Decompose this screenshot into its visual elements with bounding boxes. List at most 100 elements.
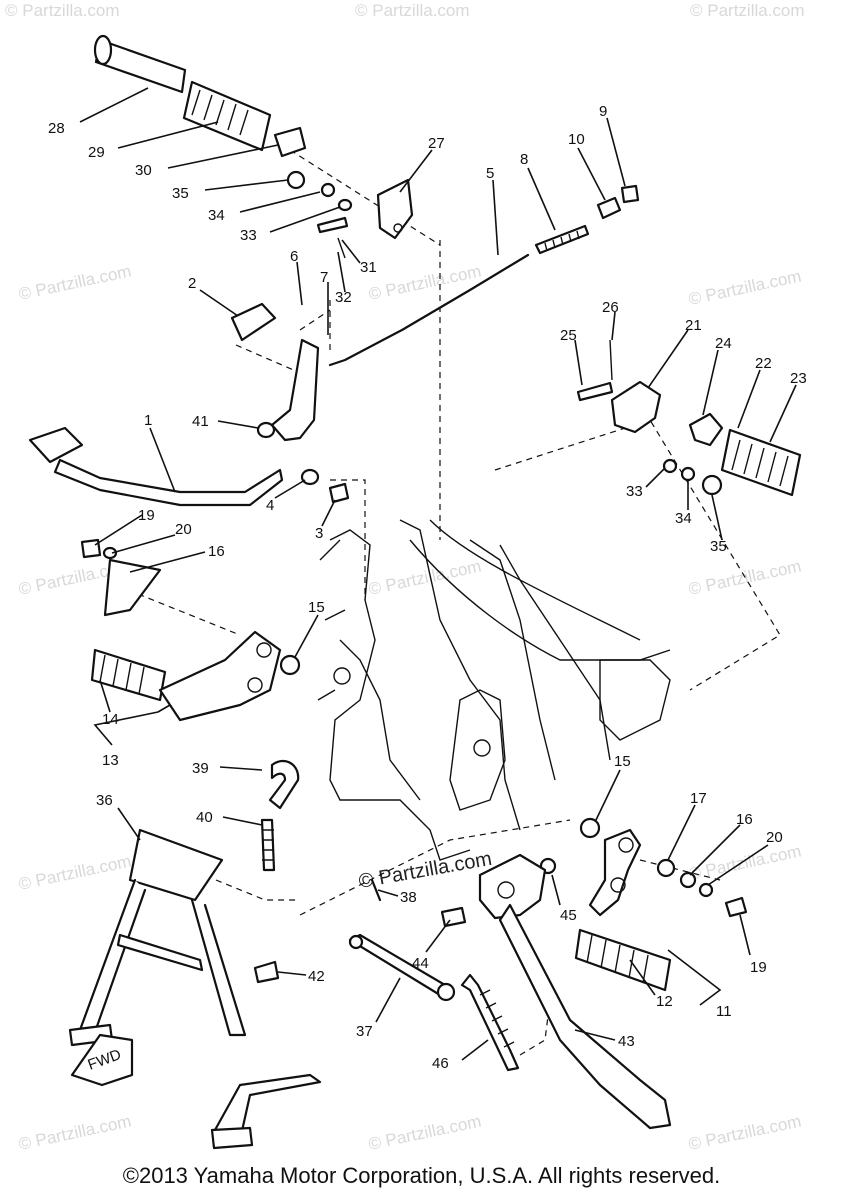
callout-37: 37 (356, 1023, 373, 1040)
callout-33-right: 33 (626, 483, 643, 500)
part-40-spring[interactable] (260, 818, 276, 872)
part-10-nut[interactable] (596, 196, 622, 220)
part-26-pin[interactable] (609, 339, 613, 381)
callout-14: 14 (102, 711, 119, 728)
watermark: © Partzilla.com (17, 1112, 133, 1154)
callout-15-right: 15 (614, 753, 631, 770)
part-13-bracket[interactable] (158, 630, 282, 722)
part-36-stand-leg[interactable] (78, 878, 147, 1034)
part-46-spring[interactable] (460, 973, 520, 1072)
part-15-bushing-left[interactable] (279, 654, 301, 676)
footrest-assembly-right-lower (574, 817, 748, 992)
part-2-spring[interactable] (230, 302, 277, 342)
callout-11: 11 (716, 1003, 732, 1020)
callout-40: 40 (196, 809, 213, 826)
callout-22: 22 (755, 355, 772, 372)
part-35-collar-right[interactable] (701, 474, 723, 496)
callout-5: 5 (486, 165, 494, 182)
callout-8: 8 (520, 151, 528, 168)
part-34-nut[interactable] (320, 182, 336, 198)
callout-28: 28 (48, 120, 65, 137)
side-stand (253, 853, 672, 1130)
part-17-collar[interactable] (656, 858, 676, 878)
callout-13: 13 (102, 752, 119, 769)
part-32-pin[interactable] (337, 237, 346, 259)
callout-16: 16 (208, 543, 225, 560)
part-15-bushing-right[interactable] (579, 817, 601, 839)
watermark: © Partzilla.com (367, 262, 483, 304)
part-1-pedal-pad[interactable] (28, 426, 84, 464)
callout-26: 26 (602, 299, 619, 316)
part-25-bolt[interactable] (576, 381, 614, 402)
part-3-bolt[interactable] (328, 482, 350, 504)
callout-15-left: 15 (308, 599, 325, 616)
callout-6: 6 (290, 248, 298, 265)
copyright-notice: ©2013 Yamaha Motor Corporation, U.S.A. A… (122, 1163, 721, 1188)
part-33-washer-right[interactable] (662, 458, 678, 474)
part-5-rod[interactable] (328, 253, 530, 367)
part-4-washer[interactable] (300, 468, 320, 486)
callout-2: 2 (188, 275, 196, 292)
part-12-footpeg[interactable] (574, 928, 672, 992)
callout-45: 45 (560, 907, 577, 924)
part-24-plate[interactable] (688, 412, 724, 447)
part-9-nut[interactable] (620, 184, 640, 204)
part-33-washer[interactable] (337, 198, 353, 212)
callout-39: 39 (192, 760, 209, 777)
watermark: © Partzilla.com (17, 852, 133, 894)
part-16-washer[interactable] (679, 871, 697, 889)
part-29-footpeg-rubber[interactable] (182, 80, 272, 152)
part-20-washer-right[interactable] (698, 882, 714, 898)
watermark: © Partzilla.com (17, 262, 133, 304)
part-35-collar[interactable] (286, 170, 306, 190)
callout-32: 32 (335, 289, 352, 306)
part-41-washer[interactable] (256, 421, 276, 439)
part-21-bracket[interactable] (610, 380, 662, 434)
watermark: © Partzilla.com (367, 1112, 483, 1154)
callout-25: 25 (560, 327, 577, 344)
callout-34-right: 34 (675, 510, 692, 527)
callout-46: 46 (432, 1055, 449, 1072)
part-30-plate[interactable] (273, 126, 307, 158)
callout-30: 30 (135, 162, 152, 179)
callout-41: 41 (192, 413, 209, 430)
footrest-assembly-right (576, 339, 802, 497)
part-19-bolt-right[interactable] (724, 896, 748, 918)
watermark: © Partzilla.com (687, 1112, 803, 1154)
callout-19: 19 (138, 507, 155, 524)
part-37-bolt[interactable] (348, 933, 447, 997)
part-19-bolt[interactable] (80, 538, 102, 559)
callout-4: 4 (266, 497, 274, 514)
callout-35: 35 (172, 185, 189, 202)
part-22-23-footpeg[interactable] (720, 428, 802, 497)
callout-38: 38 (400, 889, 417, 906)
callout-16-right: 16 (736, 811, 753, 828)
part-36-stand-top[interactable] (128, 828, 224, 902)
part-39-hook[interactable] (268, 759, 300, 810)
callout-1: 1 (144, 412, 152, 429)
footrest-assembly-top (93, 34, 414, 259)
watermark: © Partzilla.com (687, 842, 803, 884)
callout-12: 12 (656, 993, 673, 1010)
part-31-bolt[interactable] (316, 216, 349, 234)
part-38-pin[interactable] (370, 878, 382, 902)
callout-27: 27 (428, 135, 445, 152)
part-brake-arm[interactable] (270, 338, 320, 442)
part-16-plate[interactable] (103, 558, 162, 617)
part-1-pedal-arm[interactable] (53, 458, 284, 507)
part-20-washer[interactable] (102, 546, 118, 560)
part-34-nut-right[interactable] (680, 466, 696, 482)
fwd-arrow: FWD (70, 1033, 134, 1087)
part-43-sidestand[interactable] (498, 903, 672, 1130)
callout-34: 34 (208, 207, 225, 224)
callout-17: 17 (690, 790, 707, 807)
callout-24: 24 (715, 335, 732, 352)
watermark: © Partzilla.com (355, 1, 470, 20)
callout-7: 7 (320, 269, 328, 286)
callout-31: 31 (360, 259, 377, 276)
callout-9: 9 (599, 103, 607, 120)
part-42-bushing[interactable] (253, 960, 280, 984)
part-27-bracket[interactable] (376, 178, 414, 240)
part-44-bolt[interactable] (440, 906, 467, 928)
